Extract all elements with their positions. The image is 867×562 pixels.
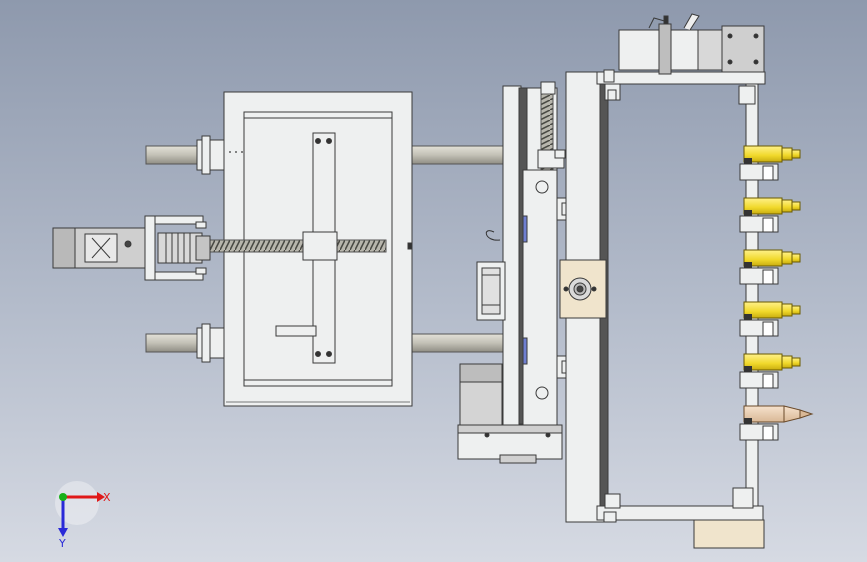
x-axis-label: X xyxy=(103,491,111,504)
bottom-arm xyxy=(596,493,764,523)
gripper-4 xyxy=(739,301,801,337)
rotary-hub xyxy=(559,259,607,319)
gripper-mount-rail xyxy=(732,83,759,509)
stepper-motor-left xyxy=(52,227,146,269)
cable-loop xyxy=(485,230,501,241)
gripper-stack xyxy=(739,145,814,441)
frame-dots xyxy=(229,151,243,153)
gripper-1 xyxy=(739,145,801,181)
axis-triad: X Y xyxy=(55,481,111,548)
motor-bracket xyxy=(144,215,207,281)
shaft-coupling xyxy=(157,232,211,264)
triad-origin xyxy=(59,493,67,501)
y-axis-label: Y xyxy=(58,537,66,548)
stepper-motor-top xyxy=(618,13,765,75)
slide-carriage xyxy=(522,169,558,429)
gripper-3 xyxy=(739,249,801,285)
y-axis-arrowhead xyxy=(58,528,68,537)
gripper-5 xyxy=(739,353,801,389)
x-axis-arrowhead xyxy=(97,492,105,502)
side-motor xyxy=(476,261,506,321)
top-arm xyxy=(596,69,766,101)
stepper-motor-bottom xyxy=(457,363,563,464)
base-pad xyxy=(693,519,765,549)
gripper-2 xyxy=(739,197,801,233)
ball-screw-vertical xyxy=(537,81,566,171)
vacuum-nozzle xyxy=(739,405,814,441)
